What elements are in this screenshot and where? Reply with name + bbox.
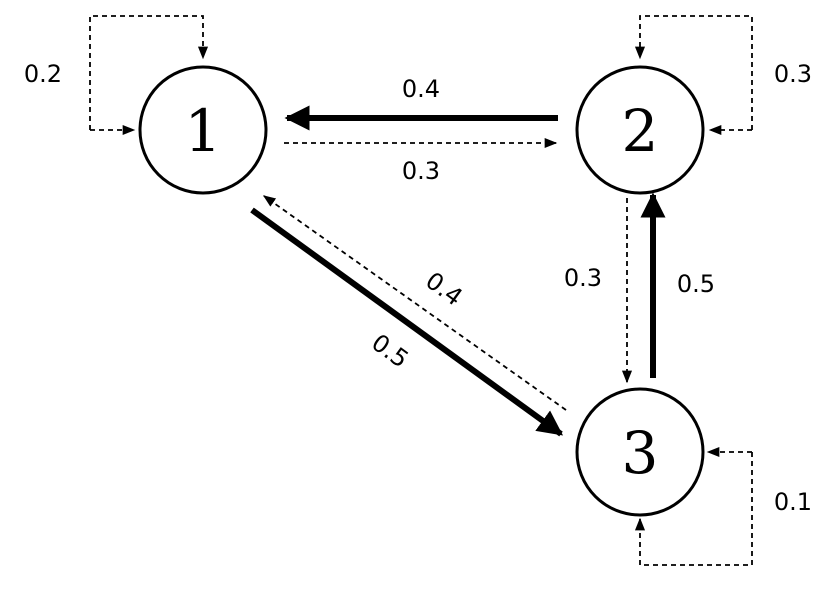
self-loop-1 bbox=[89, 15, 209, 130]
self-loop-label-2: 0.3 bbox=[774, 60, 812, 88]
edge-label-1-to-2: 0.3 bbox=[402, 157, 440, 185]
self-loop-label-1: 0.2 bbox=[24, 60, 62, 88]
node-3: 3 bbox=[575, 387, 705, 517]
node-label: 1 bbox=[185, 97, 222, 165]
self-loop-3 bbox=[634, 452, 753, 566]
edge-label-3-to-1: 0.4 bbox=[420, 266, 467, 311]
edge-1-to-3 bbox=[250, 207, 564, 437]
self-loop-2 bbox=[634, 15, 753, 130]
edge-label-2-to-1: 0.4 bbox=[402, 75, 440, 103]
edge-label-1-to-3: 0.5 bbox=[366, 328, 413, 373]
node-label: 3 bbox=[622, 419, 659, 487]
self-loop-label-3: 0.1 bbox=[774, 488, 812, 516]
edge-3-to-1 bbox=[262, 195, 567, 411]
edge-label-2-to-3: 0.3 bbox=[564, 264, 602, 292]
node-2: 2 bbox=[575, 65, 705, 195]
edge-label-3-to-2: 0.5 bbox=[677, 270, 715, 298]
node-label: 2 bbox=[622, 97, 659, 165]
node-1: 1 bbox=[138, 65, 268, 195]
